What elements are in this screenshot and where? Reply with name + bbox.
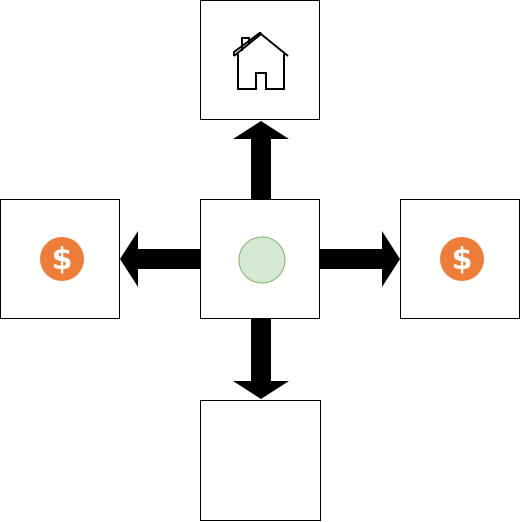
cell-up[interactable] <box>200 0 320 120</box>
arrow-right-icon[interactable] <box>319 231 400 287</box>
arrow-up-icon[interactable] <box>233 121 289 200</box>
cell-center[interactable] <box>200 199 320 319</box>
arrow-down-icon[interactable] <box>233 318 289 399</box>
dollar-coin-icon: $ <box>440 237 484 281</box>
player-token <box>238 236 286 284</box>
house-icon <box>233 32 289 90</box>
arrow-left-icon[interactable] <box>120 231 201 287</box>
coin-symbol: $ <box>52 242 73 277</box>
cell-left[interactable]: $ <box>0 199 120 319</box>
dollar-coin-icon: $ <box>40 237 84 281</box>
cell-right[interactable]: $ <box>400 199 520 319</box>
cell-down[interactable] <box>200 400 321 521</box>
coin-symbol: $ <box>452 242 473 277</box>
